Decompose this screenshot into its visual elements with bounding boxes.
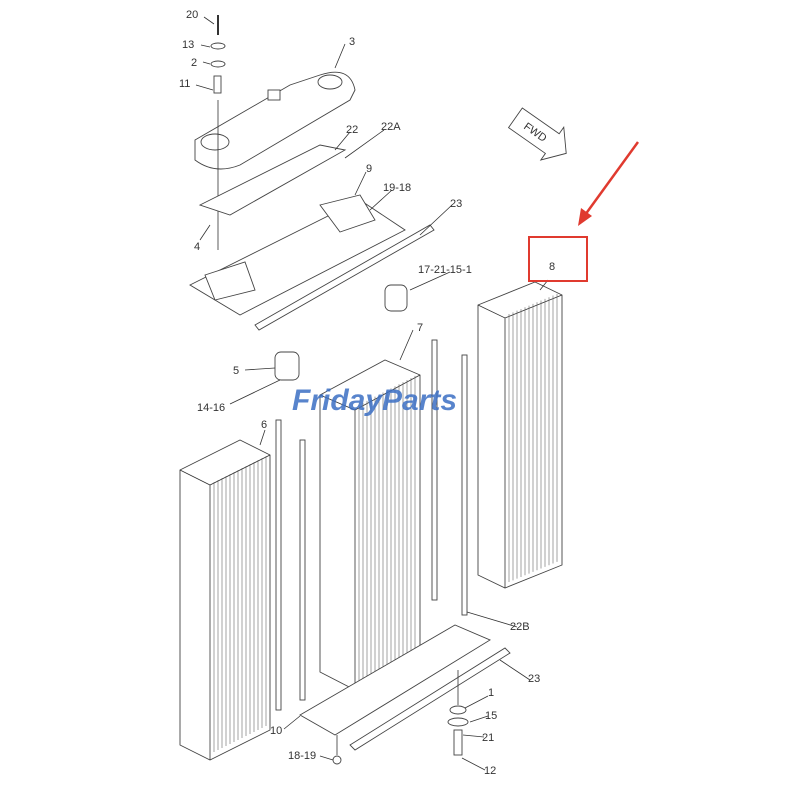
bottom-plate-part-10 <box>299 624 491 736</box>
strip-part-23-bottom <box>349 647 511 751</box>
side-strip <box>431 339 438 601</box>
callout-23-top: 23 <box>450 198 462 210</box>
callout-20: 20 <box>186 9 198 21</box>
fitting-17 <box>384 284 408 312</box>
callout-11: 11 <box>179 78 190 90</box>
strip-part-23-top <box>254 224 435 331</box>
callout-22a: 22A <box>381 121 401 133</box>
highlight-box-part-8 <box>528 236 588 282</box>
callout-12: 12 <box>484 765 496 777</box>
watermark-logo: FridayParts <box>292 384 457 417</box>
callout-23-bottom: 23 <box>528 673 540 685</box>
callout-3: 3 <box>349 36 355 48</box>
callout-5: 5 <box>233 365 239 377</box>
cooler-part-7 <box>319 359 421 691</box>
seal-plate-part-22 <box>198 144 347 216</box>
highlight-arrow <box>578 141 640 226</box>
side-strip <box>275 419 282 711</box>
top-bracket-part-3 <box>194 71 356 250</box>
cooler-part-6 <box>179 439 271 761</box>
callout-2: 2 <box>191 57 197 69</box>
callout-18-19: 18-19 <box>288 750 316 762</box>
cooler-part-8 <box>477 281 563 589</box>
leader-lines <box>195 16 549 771</box>
forward-direction-indicator: FWD <box>507 107 567 161</box>
callout-7: 7 <box>417 322 423 334</box>
callout-22b: 22B <box>510 621 530 633</box>
callout-6: 6 <box>261 419 267 431</box>
callout-1: 1 <box>488 687 494 699</box>
callout-15: 15 <box>485 710 497 722</box>
side-strip-22b <box>461 354 468 616</box>
part-callouts: 20 13 2 11 3 22 22A 9 19-18 4 23 17-21-1… <box>179 9 555 777</box>
callout-13: 13 <box>182 39 194 51</box>
callout-14-16: 14-16 <box>197 402 225 414</box>
side-strip <box>299 439 306 701</box>
bolt-stack <box>210 15 226 94</box>
callout-22: 22 <box>346 124 358 136</box>
callout-19-18: 19-18 <box>383 182 411 194</box>
callout-4: 4 <box>194 241 200 253</box>
callout-17-21-15-1: 17-21-15-1 <box>418 264 472 276</box>
callout-9: 9 <box>366 163 372 175</box>
fitting-5 <box>274 351 300 381</box>
bottom-mount-stack <box>332 670 469 765</box>
callout-10: 10 <box>270 725 282 737</box>
callout-8: 8 <box>549 261 555 273</box>
callout-21: 21 <box>482 732 494 744</box>
